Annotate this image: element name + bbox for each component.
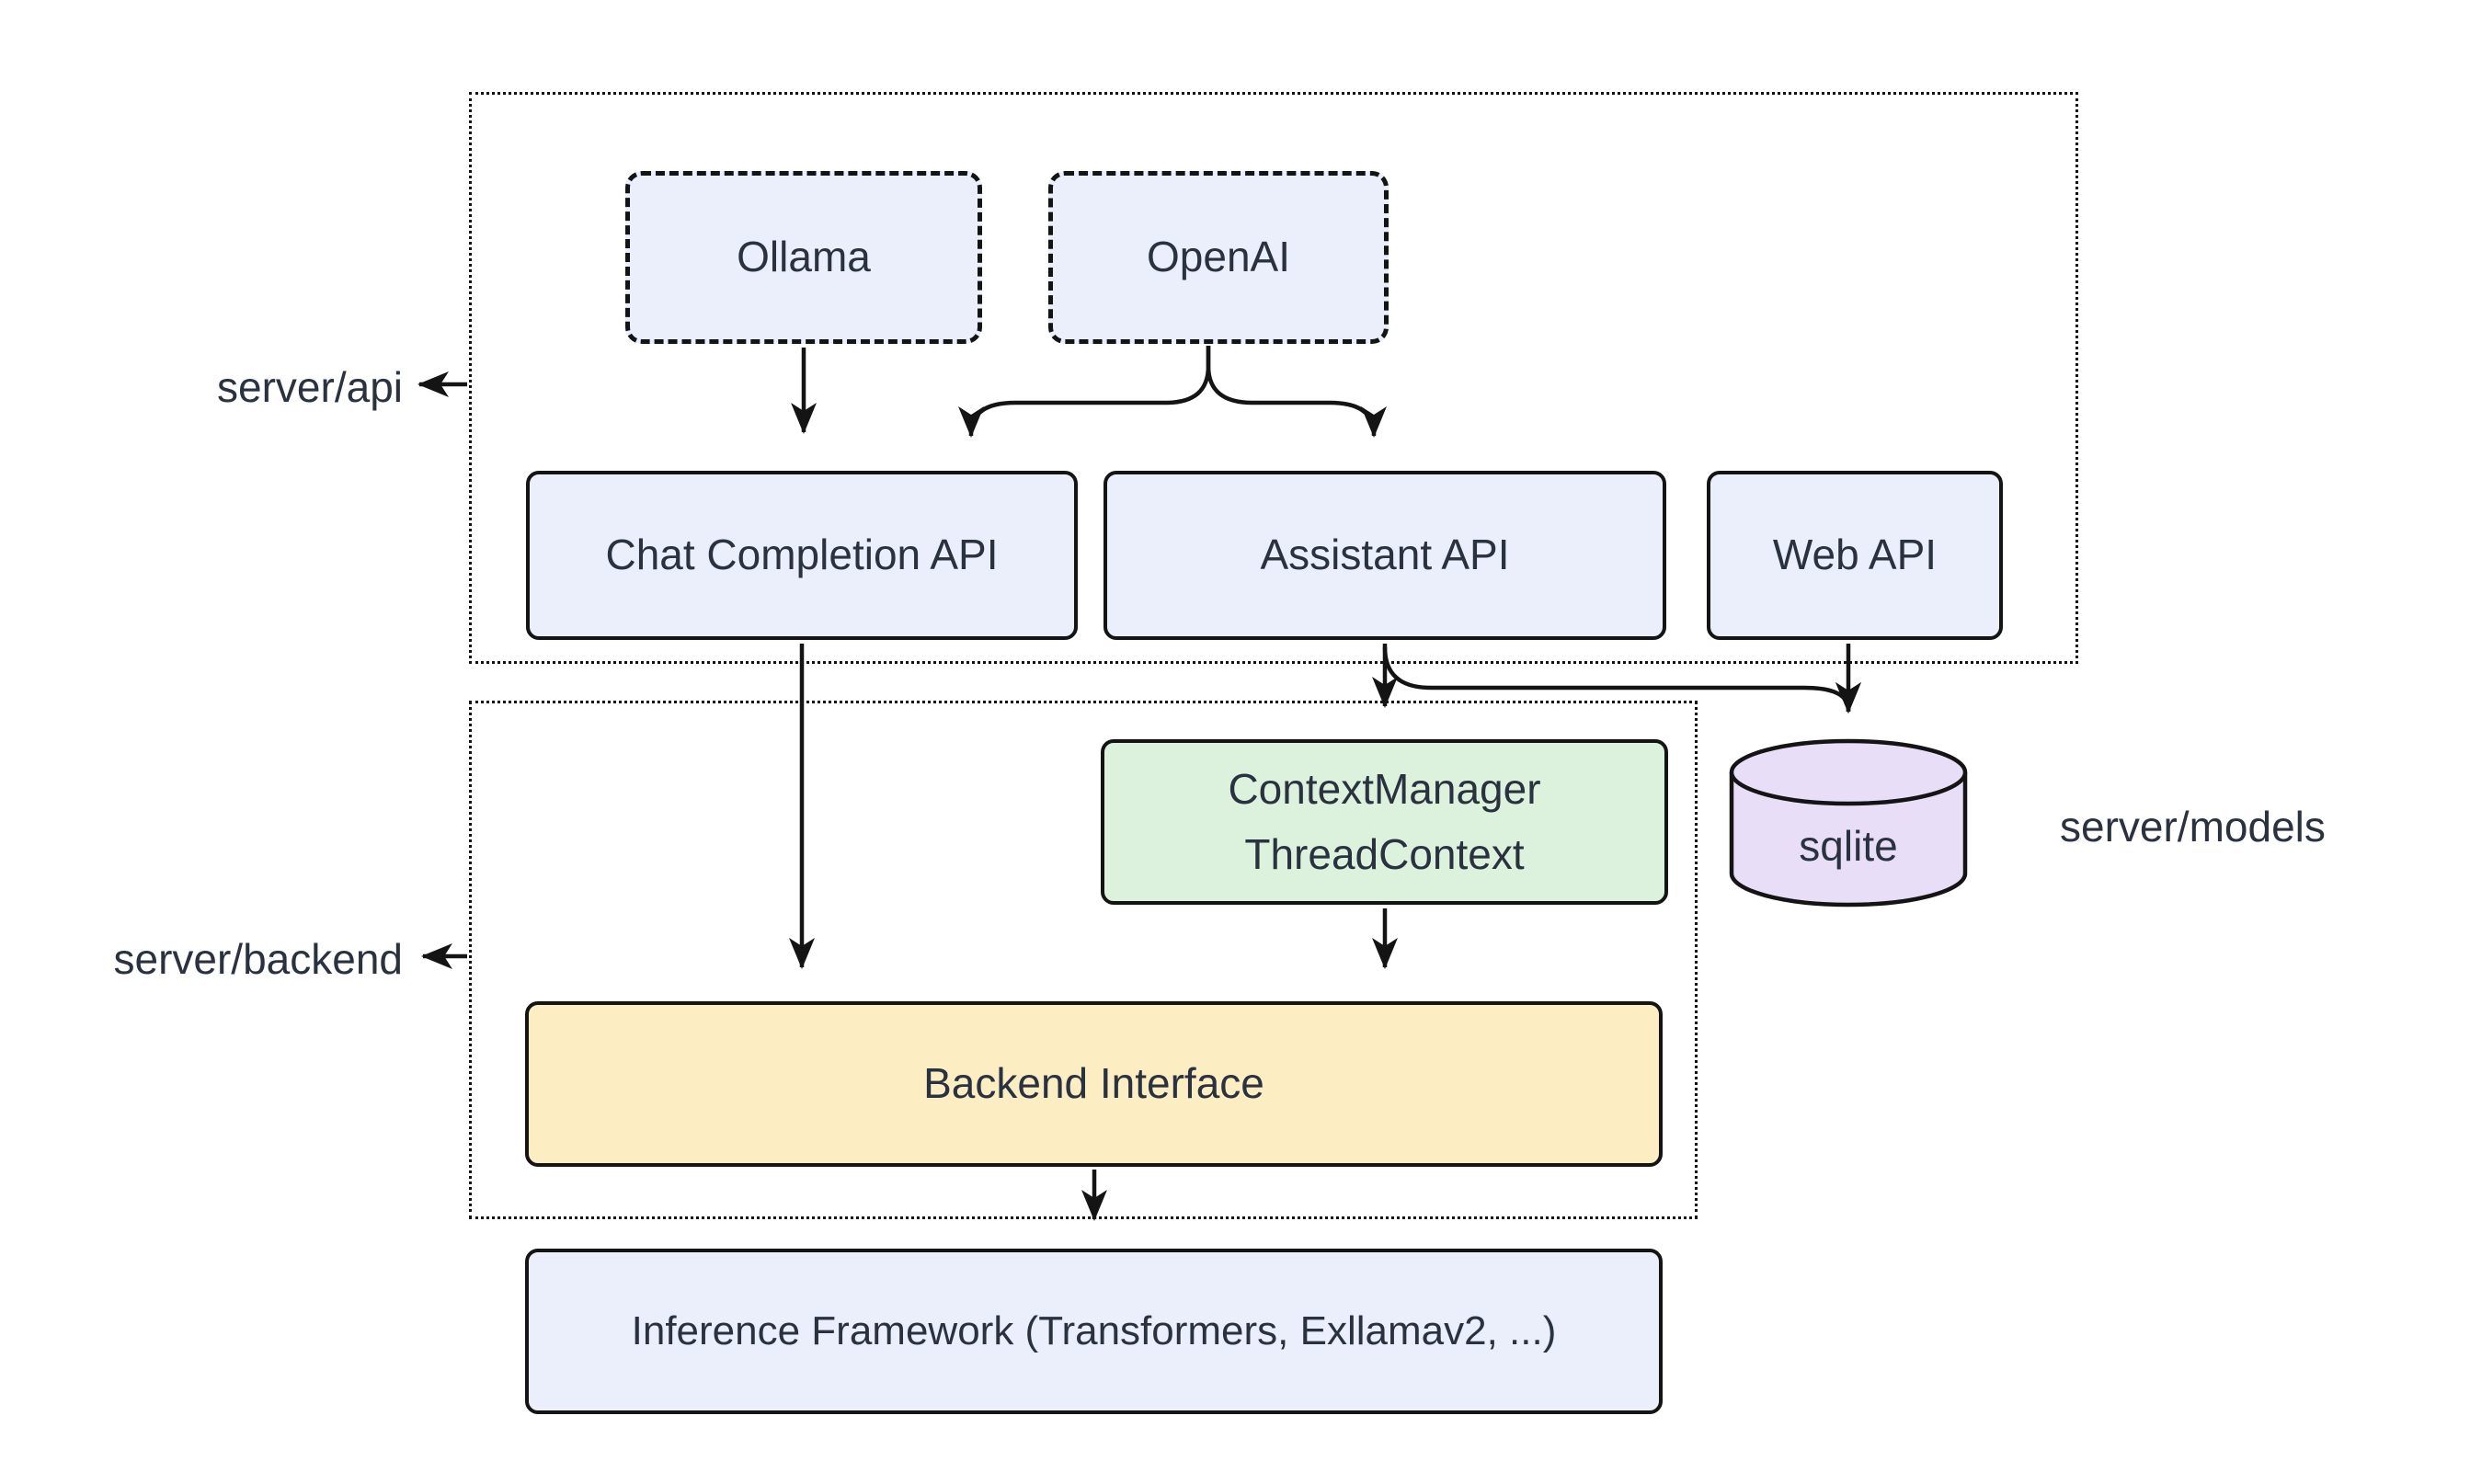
node-openai-label: OpenAI <box>1147 233 1290 281</box>
node-backend-interface: Backend Interface <box>525 1001 1663 1167</box>
sqlite-label: sqlite <box>1799 822 1898 870</box>
sqlite-cylinder-body <box>1729 772 1968 908</box>
node-chat-completion-api: Chat Completion API <box>526 471 1078 640</box>
label-server-backend: server/backend <box>113 935 404 983</box>
label-server-models: server/models <box>2060 803 2326 850</box>
node-assistant-api-label: Assistant API <box>1260 531 1510 579</box>
arrow-assistant-to-sqlite <box>1382 646 1861 713</box>
node-ollama: Ollama <box>625 171 982 344</box>
node-web-api: Web API <box>1707 471 2003 640</box>
node-openai: OpenAI <box>1048 171 1389 344</box>
label-server-api: server/api <box>217 363 403 411</box>
arrow-openai-to-assistant <box>1206 346 1387 438</box>
arrow-openai-to-chat-completion <box>958 346 1211 438</box>
node-context-manager-line1: ContextManager <box>1228 764 1541 813</box>
node-inference-framework-label: Inference Framework (Transformers, Exlla… <box>631 1307 1557 1353</box>
node-ollama-label: Ollama <box>737 233 871 281</box>
node-inference-framework: Inference Framework (Transformers, Exlla… <box>525 1249 1663 1414</box>
node-chat-completion-api-label: Chat Completion API <box>605 531 999 579</box>
node-assistant-api: Assistant API <box>1103 471 1666 640</box>
container-server-api <box>469 92 2078 664</box>
node-context-manager-line2: ThreadContext <box>1244 830 1525 878</box>
sqlite-cylinder-top <box>1729 738 1968 806</box>
sqlite-cylinder <box>1729 738 1968 908</box>
node-backend-interface-label: Backend Interface <box>923 1059 1264 1108</box>
node-web-api-label: Web API <box>1772 531 1938 579</box>
node-context-manager: ContextManager ThreadContext <box>1101 739 1668 905</box>
